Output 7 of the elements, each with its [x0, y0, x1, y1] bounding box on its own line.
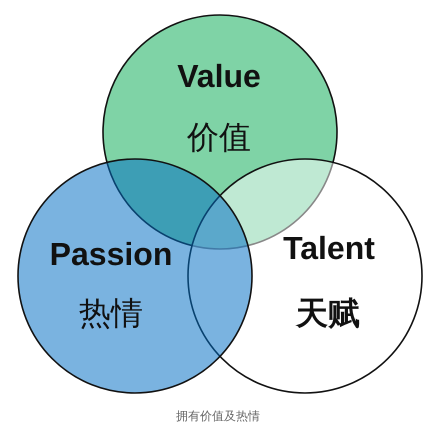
circle-subtitle: 天赋 — [296, 297, 360, 329]
caption: 拥有价值及热情 — [176, 409, 260, 423]
circle-subtitle: 价值 — [187, 121, 251, 153]
circle-title: Talent — [283, 232, 375, 264]
circle-title: Passion — [50, 238, 172, 270]
circle-subtitle: 热情 — [79, 297, 143, 329]
circle-title: Value — [177, 60, 261, 92]
